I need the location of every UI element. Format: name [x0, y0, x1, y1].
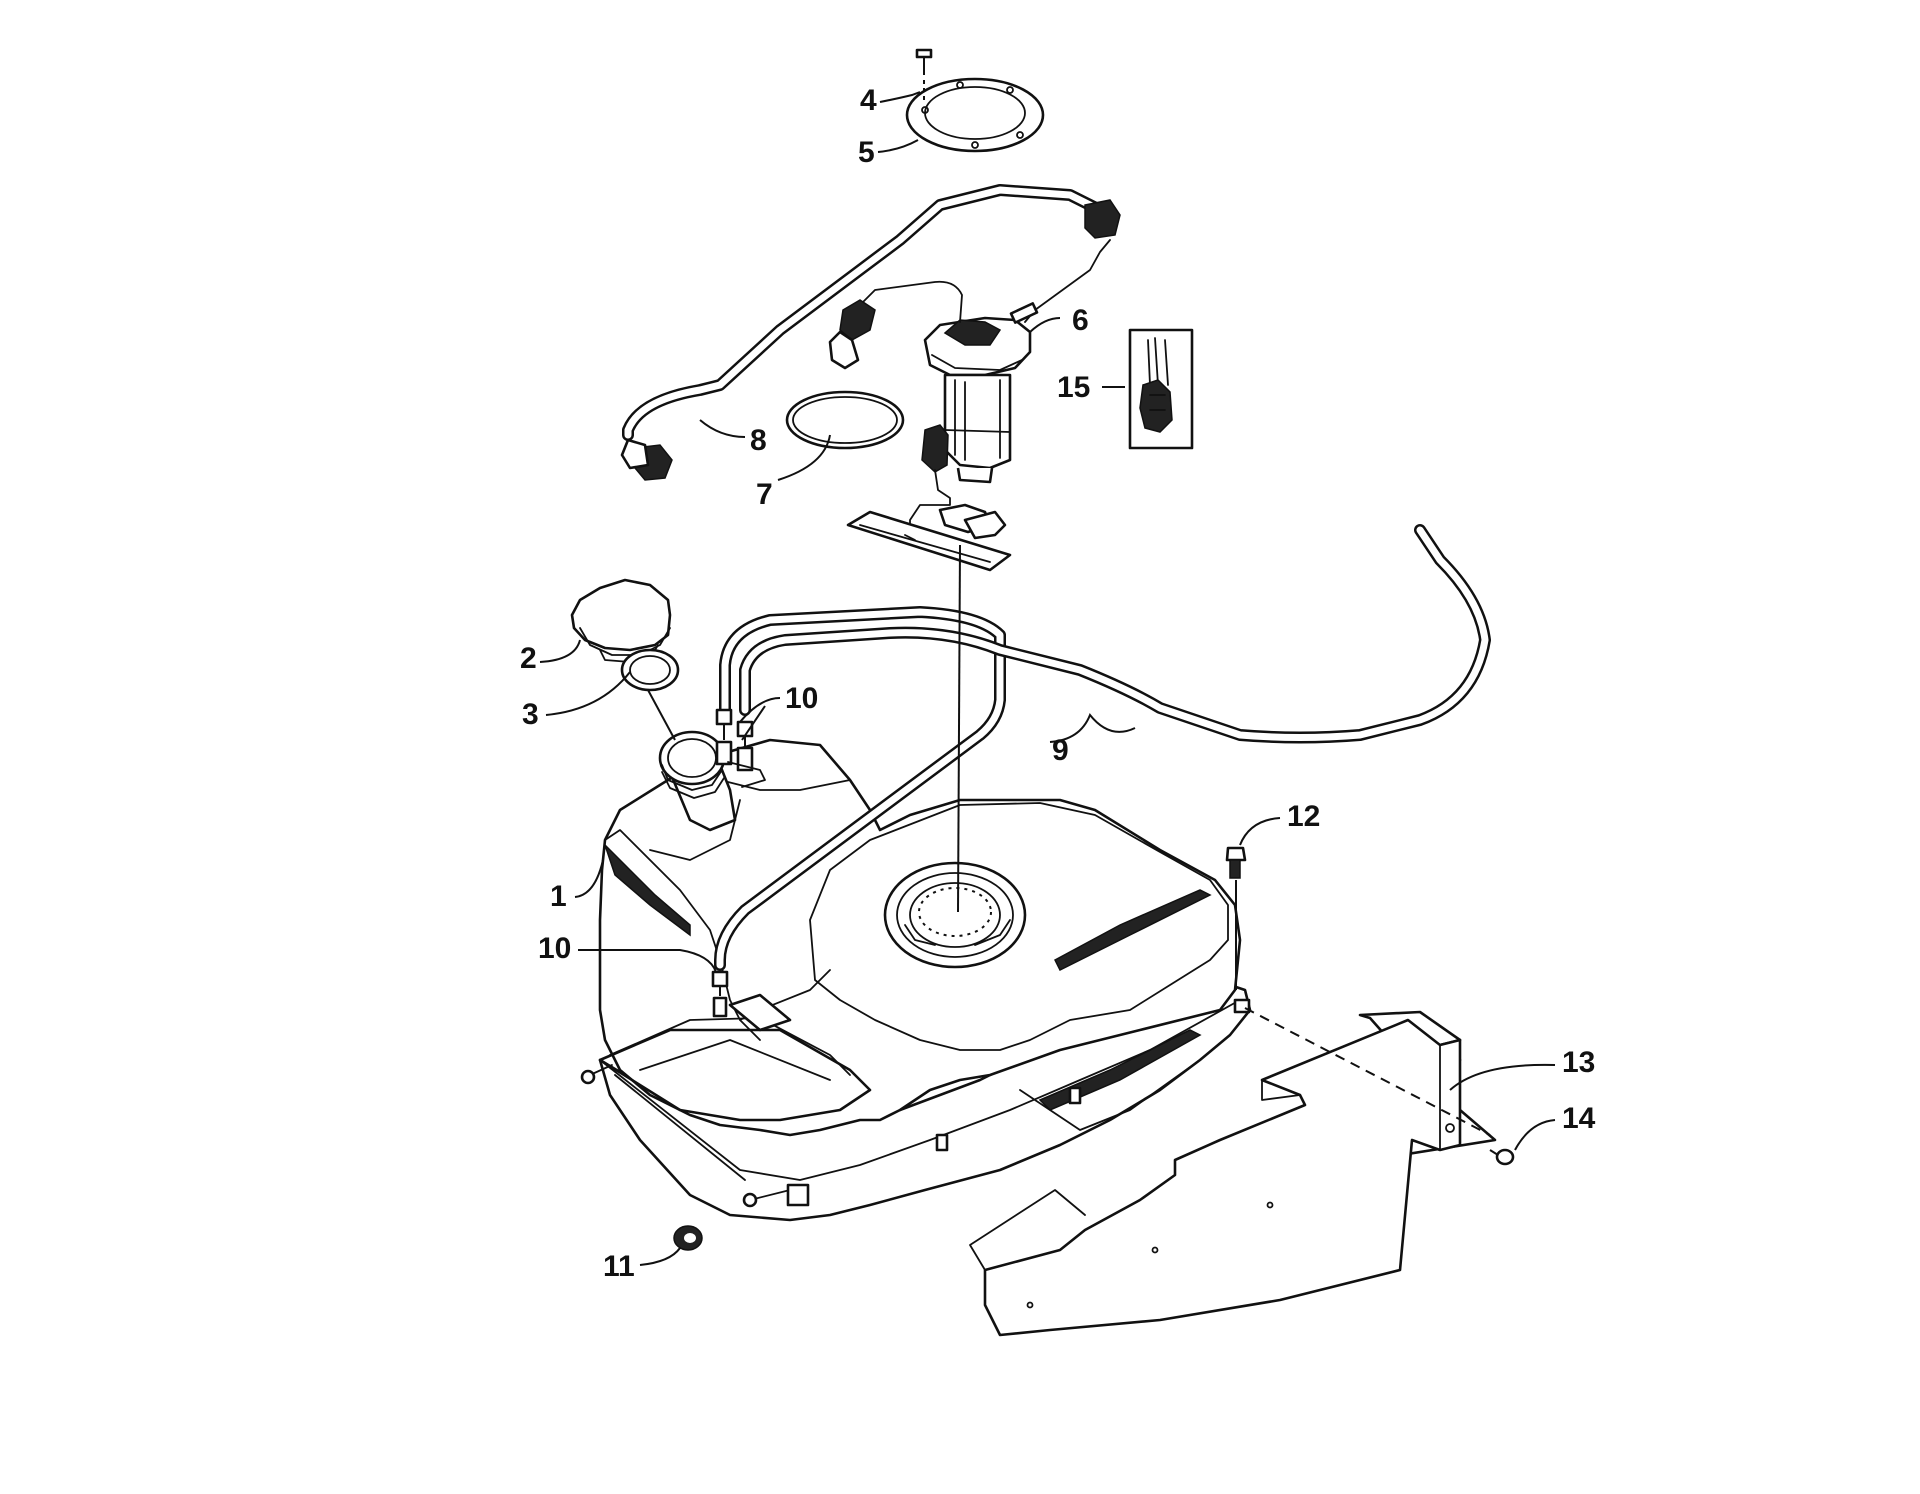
filler-gasket: [620, 648, 680, 692]
mount-gasket: [905, 77, 1045, 153]
vent-fitting-top-left: [715, 708, 733, 766]
callout-12: 12: [1287, 800, 1320, 833]
callout-14: 14: [1562, 1102, 1596, 1135]
callout-8: 8: [750, 424, 767, 457]
filler-cap: [570, 578, 672, 663]
callout-10-top: 10: [785, 682, 818, 715]
callout-9: 9: [1052, 734, 1069, 767]
callout-3: 3: [522, 698, 539, 731]
callout-5: 5: [858, 136, 875, 169]
sender-mount-ring: [883, 861, 1027, 969]
callout-6: 6: [1072, 304, 1089, 337]
fuel-pump-assembly: [859, 239, 1111, 536]
callout-15: 15: [1057, 371, 1090, 404]
push-pin: [1489, 1148, 1515, 1166]
callout-4: 4: [860, 84, 877, 117]
callout-1: 1: [550, 880, 567, 913]
callout-7: 7: [756, 478, 773, 511]
callout-11: 11: [603, 1250, 635, 1283]
sender-float-arm: [846, 503, 1012, 572]
vent-hoses: [714, 524, 1491, 971]
fuel-line: [620, 184, 1121, 481]
heat-shield: [969, 1010, 1497, 1337]
wiring-connector: [828, 299, 876, 370]
mounting-screw: [1225, 846, 1247, 990]
leader-lines: [539, 91, 1556, 1266]
sender-gasket: [785, 390, 905, 450]
mount-screw: [915, 48, 933, 100]
vent-fitting-bottom: [711, 970, 729, 1018]
filler-neck: [658, 730, 737, 832]
callout-2: 2: [520, 642, 537, 675]
inset-connector: [1128, 328, 1194, 450]
callout-13: 13: [1562, 1046, 1595, 1079]
callout-10-bottom: 10: [538, 932, 571, 965]
fuel-tank: [580, 738, 1252, 1222]
grommet: [673, 1225, 703, 1251]
